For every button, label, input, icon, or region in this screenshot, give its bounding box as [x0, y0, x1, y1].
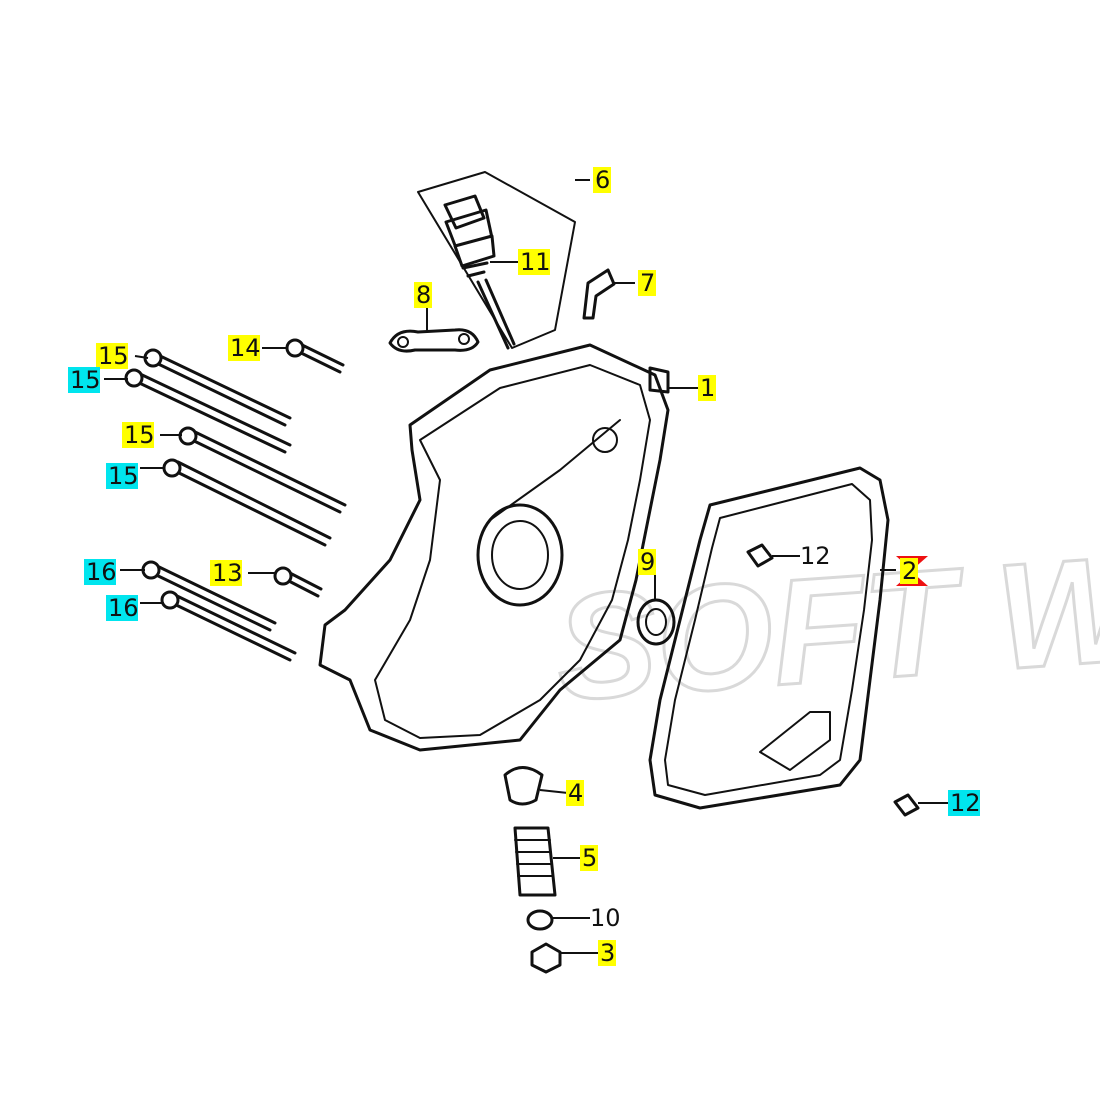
part-number-label: 16 [86, 558, 117, 586]
part-number-label: 12 [950, 789, 981, 817]
part-number-label: 9 [640, 548, 655, 576]
part-number-label: 2 [902, 557, 917, 585]
part-number-label: 1 [700, 374, 715, 402]
part-label-bg [638, 549, 656, 575]
part-label-bg [580, 845, 598, 871]
drain-plug-stack [503, 766, 562, 974]
part-label-bg [228, 335, 260, 361]
dowel-pins [746, 543, 920, 817]
part-number-label: 3 [600, 939, 615, 967]
part-label-bg [414, 282, 432, 308]
part-label-bg [566, 780, 584, 806]
part-number-label: 12 [800, 542, 831, 570]
part-number-label: 10 [590, 904, 621, 932]
crankcase-cover [318, 343, 670, 752]
part-number-label: 11 [520, 248, 551, 276]
part-label-bg [210, 560, 242, 586]
part-label-bg [106, 595, 138, 621]
part-number-label: 6 [595, 166, 610, 194]
part-number-label: 15 [124, 421, 155, 449]
part-number-label: 4 [568, 779, 583, 807]
part-number-label: 13 [212, 559, 243, 587]
part-label-bg [593, 167, 611, 193]
part-number-label: 15 [70, 366, 101, 394]
bracket-part [388, 328, 480, 353]
part-label-bg [638, 270, 656, 296]
part-label-bg [948, 790, 980, 816]
dipstick-assembly [417, 171, 576, 350]
part-number-label: 5 [582, 844, 597, 872]
gasket [648, 466, 890, 810]
part-label-bg [68, 367, 100, 393]
part-number-label: 7 [640, 269, 655, 297]
part-label-bg [96, 343, 128, 369]
part-label-bg [598, 940, 616, 966]
lever-part [582, 268, 616, 320]
part-number-label: 15 [108, 462, 139, 490]
leader-lines [104, 179, 950, 954]
part-number-label: 16 [108, 594, 139, 622]
part-label-bg [122, 422, 154, 448]
bolts [124, 338, 347, 662]
part-label-bg [106, 463, 138, 489]
part-label-bg [900, 558, 918, 584]
part-label-bg [698, 375, 716, 401]
part-label-bg [84, 559, 116, 585]
part-number-label: 14 [230, 334, 261, 362]
part-number-label: 15 [98, 342, 129, 370]
part-label-bg [518, 249, 550, 275]
part-number-label: 8 [416, 281, 431, 309]
